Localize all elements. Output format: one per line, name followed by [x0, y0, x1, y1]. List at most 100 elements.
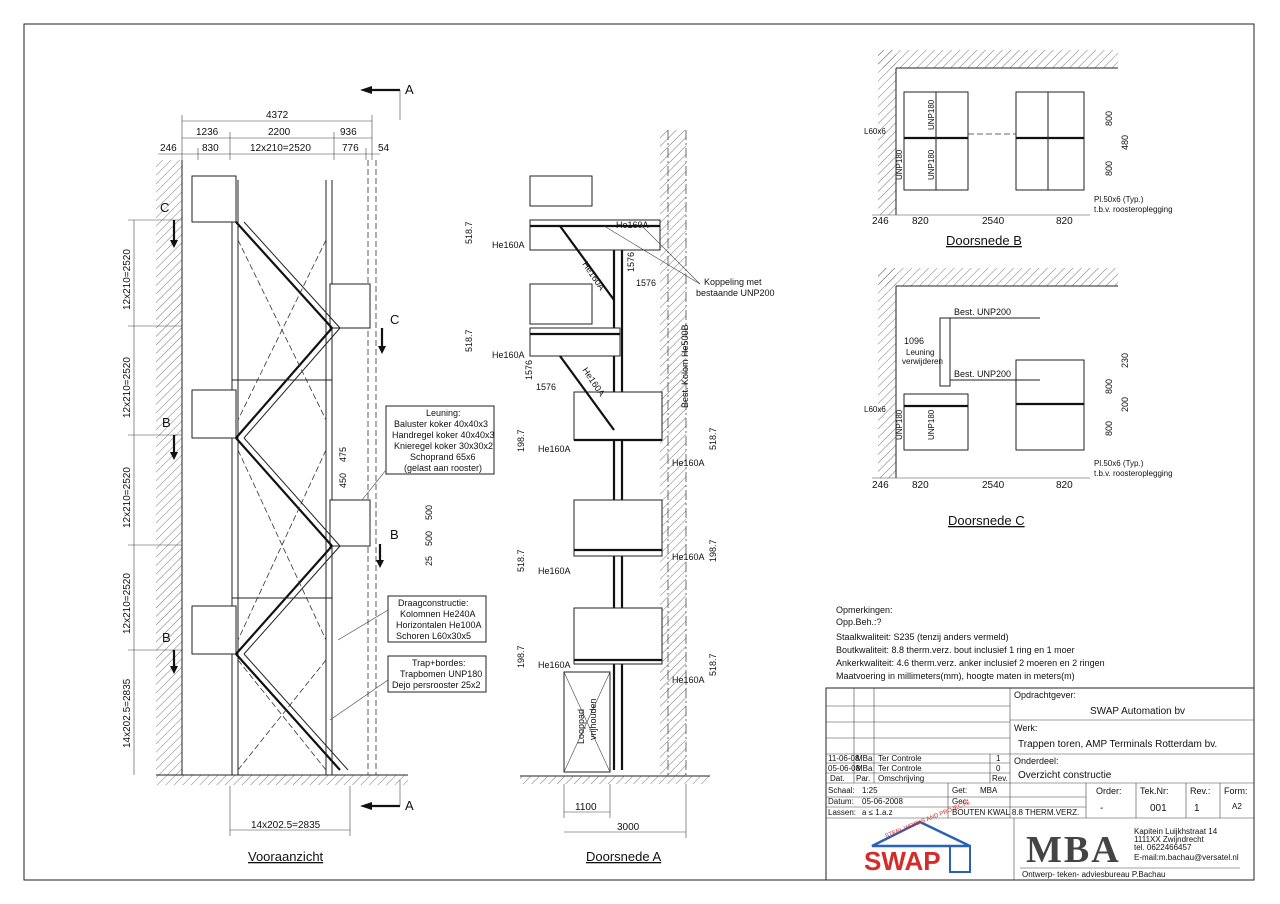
notes-heading: Opmerkingen:	[836, 605, 893, 615]
b-dim-800-1: 800	[1104, 111, 1114, 126]
legend-trap: Trap+bordes: Trapbomen UNP180 Dejo persr…	[329, 655, 487, 721]
he160a-8: He160A	[672, 552, 705, 562]
b-l60x6: L60x6	[864, 127, 886, 136]
legend-draag: Draagconstructie: Kolomnen He240A Horizo…	[337, 595, 487, 643]
trap-title: Trap+bordes:	[412, 658, 465, 668]
dim-12x210-top: 12x210=2520	[250, 143, 311, 154]
b-unp180-2: UNP180	[927, 149, 936, 180]
gec-label: Gec:	[952, 797, 969, 806]
lassen-label: Lassen:	[828, 808, 856, 817]
c-roosteroplegging: t.b.v. roosteroplegging	[1094, 469, 1173, 478]
dim-1987-3: 198.7	[708, 539, 718, 562]
front-view-title: Vooraanzicht	[248, 849, 324, 864]
dim-450: 450	[338, 473, 348, 488]
dim-1987-2: 198.7	[516, 645, 526, 668]
draag-line-1: Kolomnen He240A	[400, 609, 476, 619]
dim-left-4: 12x210=2520	[122, 573, 133, 634]
dim-1576-c: 1576	[524, 360, 534, 380]
he160a-9: He160A	[672, 675, 705, 685]
front-ground-hatch	[156, 775, 408, 785]
front-stair-flights	[232, 221, 349, 771]
dim-830: 830	[202, 143, 219, 154]
notes-line-3: Boutkwaliteit: 8.8 therm.verz. bout incl…	[836, 645, 1075, 655]
dim-776: 776	[342, 143, 359, 154]
b-dim-800-2: 800	[1104, 161, 1114, 176]
he160a-4: He160A	[538, 566, 571, 576]
rev-value: 1	[1194, 803, 1200, 814]
leuning-line-1: Baluster koker 40x40x3	[394, 419, 488, 429]
he160a-6: He160A	[616, 220, 649, 230]
dim-500b: 500	[424, 531, 434, 546]
c-pl50x6: Pl.50x6 (Typ.)	[1094, 459, 1144, 468]
he160a-5: He160A	[538, 660, 571, 670]
dim-936: 936	[340, 127, 357, 138]
c-dim-820a: 820	[912, 480, 929, 491]
dim-1576-a: 1576	[626, 252, 636, 272]
c-unp180-1: UNP180	[927, 409, 936, 440]
c-dim-246: 246	[872, 480, 889, 491]
c-dim-200: 200	[1120, 397, 1130, 412]
c-l60x6: L60x6	[864, 405, 886, 414]
rev0-desc: Ter Controle	[878, 764, 922, 773]
b-dim-246: 246	[872, 216, 889, 227]
leuning-title: Leuning:	[426, 408, 461, 418]
onderdeel-value: Overzicht constructie	[1018, 770, 1112, 781]
b-unp180-3: UNP180	[895, 149, 904, 180]
koppeling-line-1: Koppeling met	[704, 277, 762, 287]
draag-title: Draagconstructie:	[398, 598, 469, 608]
treatment-value: BOUTEN KWAL 8.8 THERM.VERZ.	[952, 808, 1079, 817]
he160a-2: He160A	[492, 350, 525, 360]
section-c-title: Doorsnede C	[948, 513, 1025, 528]
marker-c-left: C	[160, 200, 169, 215]
tekno-label: Tek.Nr:	[1140, 786, 1169, 796]
b-dim-480: 480	[1120, 135, 1130, 150]
c-leuning: Leuning	[906, 348, 934, 357]
swap-logo-top: STEEL WORKS AND PROJECTS	[884, 800, 970, 840]
dim-246: 246	[160, 143, 177, 154]
mba-footer: Ontwerp- teken- adviesbureau P.Bachau	[1022, 870, 1166, 879]
order-value: -	[1100, 803, 1103, 814]
section-b-title: Doorsnede B	[946, 233, 1022, 248]
front-view: 4372 1236 2200 936 246 830 12x210=2520 7…	[122, 82, 434, 864]
dim-25: 25	[424, 556, 434, 566]
notes: Opmerkingen: Opp.Beh.:? Staalkwaliteit: …	[836, 605, 1105, 681]
dim-3000: 3000	[617, 822, 640, 833]
mba-address-3: tel. 0622466457	[1134, 843, 1192, 852]
notes-line-4: Ankerkwaliteit: 4.6 therm.verz. anker in…	[836, 658, 1105, 668]
kolom-label: Best. Kolom He500B	[680, 324, 690, 408]
dim-2200: 2200	[268, 127, 291, 138]
mba-address-1: Kapitein Luijkhstraat 14	[1134, 827, 1218, 836]
dim-5187-5: 518.7	[708, 653, 718, 676]
b-dim-2540: 2540	[982, 216, 1005, 227]
rev1-desc: Ter Controle	[878, 754, 922, 763]
b-dim-820b: 820	[1056, 216, 1073, 227]
marker-c-right: C	[390, 312, 399, 327]
werk-value: Trappen toren, AMP Terminals Rotterdam b…	[1018, 739, 1217, 750]
get-value: MBA	[980, 786, 998, 795]
form-value: A2	[1232, 802, 1242, 811]
marker-a-bottom: A	[405, 798, 414, 813]
dim-500a: 500	[424, 505, 434, 520]
draag-line-2: Horizontalen He100A	[396, 620, 482, 630]
rev1-par: MBa	[856, 754, 873, 763]
dim-left-5: 14x202.5=2835	[122, 678, 133, 748]
marker-b-left-1: B	[162, 415, 171, 430]
marker-a-top: A	[405, 82, 414, 97]
section-a-title: Doorsnede A	[586, 849, 661, 864]
vrijhouden-label: vrijhouden	[588, 698, 598, 740]
he160a-1: He160A	[492, 240, 525, 250]
dim-5187-4: 518.7	[708, 427, 718, 450]
rev1-num: 1	[996, 754, 1001, 763]
dim-5187-3: 518.7	[516, 549, 526, 572]
title-block: Opdrachtgever: SWAP Automation bv Werk: …	[825, 687, 1255, 881]
notes-line-1: Opp.Beh.:?	[836, 617, 882, 627]
dim-left-3: 12x210=2520	[122, 467, 133, 528]
mba-logo-text: MBA	[1026, 829, 1121, 871]
dim-475: 475	[338, 447, 348, 462]
werk-label: Werk:	[1014, 723, 1037, 733]
dim-1576-d: 1576	[536, 382, 556, 392]
c-dim-800-1: 800	[1104, 379, 1114, 394]
rev0-num: 0	[996, 764, 1001, 773]
dim-bottom: 14x202.5=2835	[251, 820, 321, 831]
mba-address-2: 1111XX Zwijndrecht	[1134, 835, 1205, 844]
